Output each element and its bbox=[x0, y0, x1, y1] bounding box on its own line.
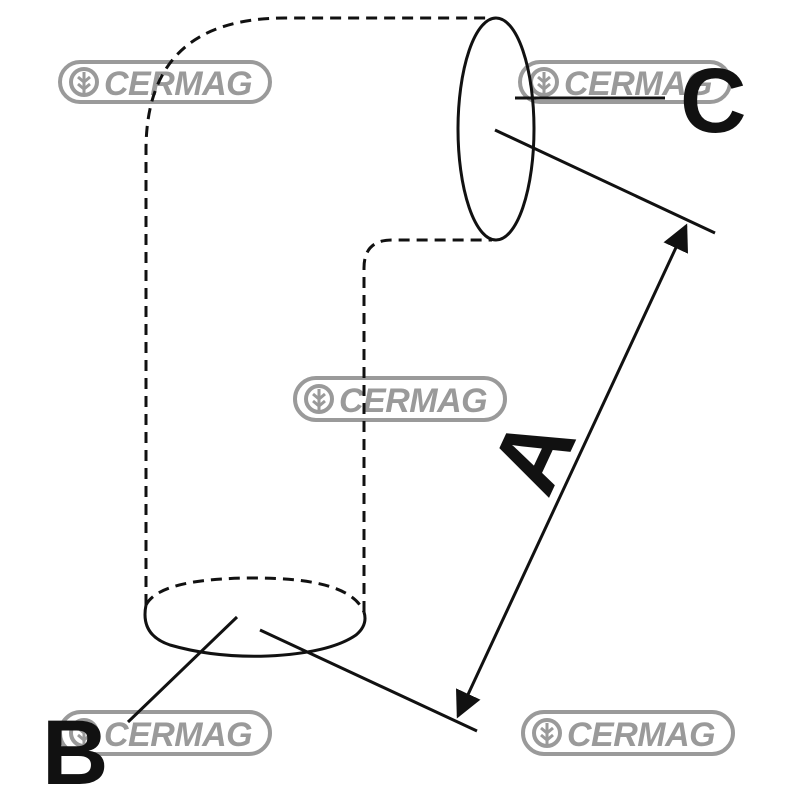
cermag-leaf-logo-icon bbox=[529, 67, 559, 97]
dimension-label-b: B bbox=[42, 702, 108, 800]
watermark-top-left: CERMAG bbox=[58, 60, 272, 104]
hose-outline bbox=[144, 16, 492, 613]
hose-outer-edge bbox=[144, 16, 492, 605]
leader-b bbox=[126, 615, 239, 724]
cermag-leaf-logo-icon bbox=[532, 718, 562, 748]
watermark-center: CERMAG bbox=[293, 376, 507, 422]
dimension-label-a: A bbox=[470, 401, 596, 509]
end-b-front-edge bbox=[143, 604, 367, 658]
cermag-leaf-logo-icon bbox=[69, 67, 99, 97]
watermark-brand-text: CERMAG bbox=[104, 65, 252, 103]
cermag-leaf-logo-icon bbox=[69, 718, 99, 748]
dimension-label-c: C bbox=[680, 50, 746, 152]
cermag-leaf-logo-icon bbox=[304, 384, 334, 414]
watermark-brand-text: CERMAG bbox=[104, 716, 252, 754]
hose-solid-edges bbox=[143, 16, 536, 658]
watermark-brand-text: CERMAG bbox=[567, 716, 715, 754]
extension-line-b bbox=[259, 628, 478, 733]
end-b-hidden-edge bbox=[144, 576, 366, 613]
watermark-brand-text: CERMAG bbox=[339, 382, 487, 420]
watermark-bottom-right: CERMAG bbox=[521, 710, 735, 756]
extension-line-c bbox=[494, 128, 716, 235]
dimension-a-arrow bbox=[456, 223, 688, 719]
dimension-lines bbox=[126, 96, 716, 733]
hose-inner-edge bbox=[362, 238, 492, 612]
